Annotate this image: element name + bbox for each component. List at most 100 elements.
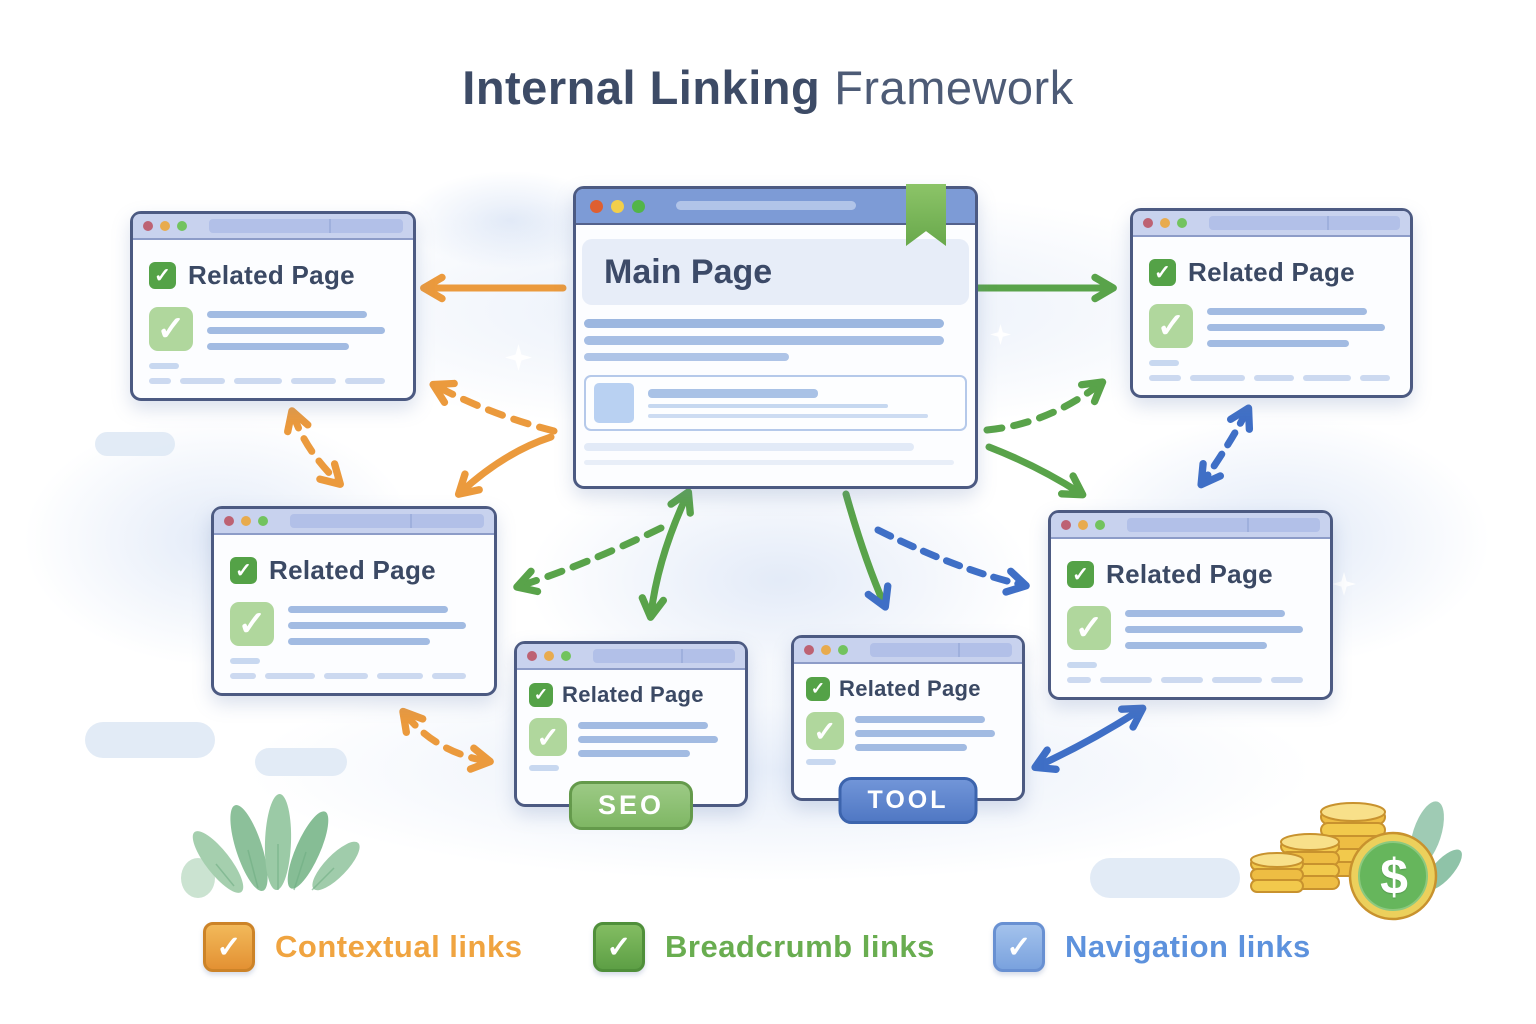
check-icon: ✓ (230, 602, 274, 646)
window-dot-green-icon (258, 516, 268, 526)
placeholder-text-lines (855, 712, 1010, 751)
check-icon: ✓ (1149, 259, 1176, 286)
related-page-window-top-right: ✓ Related Page ✓ (1130, 208, 1413, 398)
check-icon: ✓ (806, 677, 830, 701)
placeholder-text-lines (576, 305, 975, 361)
legend-item-contextual: ✓ Contextual links (203, 922, 522, 972)
main-page-title: Main Page (604, 252, 773, 291)
check-icon: ✓ (149, 307, 193, 351)
contextual-arrow-top-left-mid-left (284, 407, 344, 488)
breadcrumb-arrow-dashed-to-top-right (983, 378, 1107, 434)
breadcrumb-arrow-dashed-to-mid-left (513, 524, 665, 596)
window-titlebar (1133, 211, 1410, 237)
window-titlebar (794, 638, 1022, 664)
window-urlbar (1127, 518, 1320, 532)
related-page-window-mid-left: ✓ Related Page ✓ (211, 506, 497, 696)
contextual-arrow-main-to-mid-left (454, 433, 555, 498)
window-urlbar (1209, 216, 1400, 230)
bookmark-ribbon-icon (906, 184, 946, 246)
check-icon: ✓ (1067, 606, 1111, 650)
contextual-arrow-mid-left-seo (399, 707, 494, 773)
faded-stub-line (149, 363, 179, 369)
green-checkbox-icon: ✓ (593, 922, 645, 972)
title-emphasis: Internal Linking (462, 61, 821, 114)
placeholder-text-lines (288, 602, 478, 645)
related-page-window-top-left: ✓ Related Page ✓ (130, 211, 416, 401)
check-icon: ✓ (230, 557, 257, 584)
window-dot-green-icon (632, 199, 645, 213)
window-urlbar (209, 219, 403, 233)
related-page-title: Related Page (1188, 257, 1355, 287)
window-urlbar (290, 514, 484, 528)
window-titlebar (517, 644, 745, 670)
faded-stub-line (1149, 360, 1179, 366)
window-dot-green-icon (177, 221, 187, 231)
thumbnail-placeholder (594, 383, 634, 423)
placeholder-text-lines (207, 307, 397, 350)
cloud-shape (255, 748, 347, 776)
seo-badge: SEO (568, 781, 694, 830)
navigation-arrow-main-to-mid-right (874, 526, 1030, 596)
related-page-window-tool: ✓ Related Page ✓ TOOL (791, 635, 1025, 824)
window-dot-red-icon (527, 651, 537, 661)
faded-stub-line (806, 759, 836, 765)
legend-label: Contextual links (275, 929, 523, 964)
cloud-shape (95, 432, 175, 456)
window-titlebar (1051, 513, 1330, 539)
window-dot-green-icon (561, 651, 571, 661)
orange-checkbox-icon: ✓ (203, 922, 255, 972)
cloud-shape (85, 722, 215, 758)
window-titlebar (133, 214, 413, 240)
coins-decoration (1250, 801, 1462, 921)
sparkle-icon (1332, 572, 1356, 596)
check-icon: ✓ (1067, 561, 1094, 588)
related-page-title: Related Page (1106, 559, 1273, 589)
related-page-title: Related Page (188, 260, 355, 290)
legend-item-navigation: ✓ Navigation links (993, 922, 1311, 972)
window-dot-yellow-icon (821, 645, 831, 655)
legend-item-breadcrumb: ✓ Breadcrumb links (593, 922, 935, 972)
cloud-shape (1090, 858, 1240, 898)
window-urlbar (593, 649, 735, 663)
window-dot-yellow-icon (544, 651, 554, 661)
placeholder-text-lines (1207, 304, 1394, 347)
breadcrumb-arrow-main-to-tool (842, 490, 892, 611)
sparkle-icon (990, 324, 1011, 345)
window-dot-red-icon (143, 221, 153, 231)
tool-badge: TOOL (838, 777, 978, 824)
breadcrumb-arrow-main-seo (638, 488, 694, 621)
placeholder-text-lines (578, 718, 733, 757)
window-dot-yellow-icon (160, 221, 170, 231)
card-text-lines (648, 388, 928, 418)
window-dot-green-icon (1177, 218, 1187, 228)
titlebar-highlight (676, 201, 856, 210)
blue-checkbox-icon: ✓ (993, 922, 1045, 972)
faded-text-lines (576, 431, 975, 465)
window-dot-red-icon (1143, 218, 1153, 228)
window-urlbar (870, 643, 1012, 657)
related-page-window-seo: ✓ Related Page ✓ SEO (514, 641, 748, 830)
check-icon: ✓ (806, 712, 844, 750)
navigation-arrow-top-right-mid-right (1197, 404, 1254, 489)
window-dot-yellow-icon (241, 516, 251, 526)
legend-label: Breadcrumb links (665, 929, 935, 964)
sparkle-icon (505, 344, 532, 371)
main-page-window: Main Page (573, 184, 978, 489)
check-icon: ✓ (1149, 304, 1193, 348)
dollar-icon: $ (1380, 849, 1408, 905)
related-page-title: Related Page (562, 682, 704, 707)
faded-stub-line (529, 765, 559, 771)
check-icon: ✓ (529, 718, 567, 756)
window-dot-yellow-icon (1160, 218, 1170, 228)
window-dot-yellow-icon (1078, 520, 1088, 530)
faded-dash-row (1149, 375, 1394, 381)
window-dot-red-icon (224, 516, 234, 526)
window-dot-green-icon (1095, 520, 1105, 530)
contextual-arrow-dashed-to-top-left (429, 379, 558, 435)
related-page-title: Related Page (839, 676, 981, 701)
title-rest: Framework (834, 61, 1074, 114)
check-icon: ✓ (149, 262, 176, 289)
plant-decoration (181, 794, 360, 898)
